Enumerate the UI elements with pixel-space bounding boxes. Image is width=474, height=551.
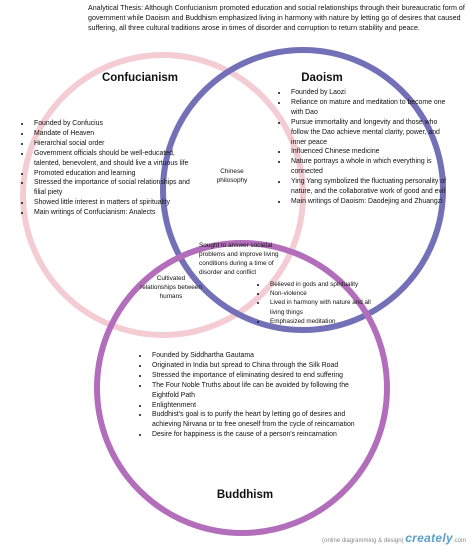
daoism-list: Founded by Laozi Reliance on mature and … bbox=[279, 88, 446, 207]
list-item: Hierarchial social order bbox=[31, 139, 199, 149]
confucianism-circle bbox=[20, 52, 306, 338]
buddhism-title: Buddhism bbox=[216, 489, 274, 501]
list-item: Stressed the importance of social relati… bbox=[31, 178, 199, 198]
list-item: Buddhist's goal is to purify the heart b… bbox=[149, 410, 361, 430]
list-item: Government officials should be well-educ… bbox=[31, 149, 199, 169]
list-item: Founded by Confucius bbox=[31, 119, 199, 129]
buddhism-circle bbox=[94, 240, 390, 536]
list-item: The Four Noble Truths about life can be … bbox=[149, 381, 361, 401]
overlap-confucianism-daoism: Chinese philosophy bbox=[216, 168, 248, 184]
overlap-confucianism-buddhism: Cultivated relationships between humans bbox=[140, 275, 202, 300]
list-item: Desire for happiness is the cause of a p… bbox=[149, 430, 361, 440]
creately-brand: (online diagramming & design) creately.c… bbox=[322, 531, 466, 545]
daoism-circle bbox=[160, 47, 446, 333]
list-item: Founded by Siddhartha Gautama bbox=[149, 351, 361, 361]
list-item: Reliance on mature and meditation to bec… bbox=[288, 98, 446, 118]
overlap-daoism-buddhism-list: Believed in gods and spirituality Non-vi… bbox=[258, 280, 379, 326]
list-item: Influenced Chinese medicine bbox=[288, 147, 446, 157]
buddhism-list: Founded by Siddhartha Gautama Originated… bbox=[140, 351, 361, 440]
thesis-text: Analytical Thesis: Although Confucianism… bbox=[88, 4, 465, 33]
list-item: Mandate of Heaven bbox=[31, 129, 199, 139]
list-item: Main writings of Daoism: Daodejing and Z… bbox=[288, 197, 446, 207]
brand-suffix: .com bbox=[452, 538, 466, 544]
list-item: Main writings of Confucianism: Analects bbox=[31, 208, 199, 218]
brand-tagline: (online diagramming & design) bbox=[322, 538, 404, 544]
list-item: Promoted education and learning bbox=[31, 169, 199, 179]
list-item: Enlightenment bbox=[149, 401, 361, 411]
confucianism-title: Confucianism bbox=[101, 72, 179, 84]
overlap-all-three: Sought to answer societal problems and i… bbox=[199, 242, 279, 276]
confucianism-list: Founded by Confucius Mandate of Heaven H… bbox=[22, 119, 199, 218]
daoism-title: Daoism bbox=[301, 72, 343, 84]
list-item: Stressed the importance of eliminating d… bbox=[149, 371, 361, 381]
list-item: Believed in gods and spirituality bbox=[267, 280, 379, 289]
list-item: Originated in India but spread to China … bbox=[149, 361, 361, 371]
list-item: Nature portrays a whole in which everyth… bbox=[288, 157, 446, 177]
list-item: Non-violence bbox=[267, 289, 379, 298]
list-item: Showed little interest in matters of spi… bbox=[31, 198, 199, 208]
list-item: Pursue immortality and longevity and tho… bbox=[288, 118, 446, 148]
list-item: Lived in harmony with nature and all liv… bbox=[267, 298, 379, 316]
list-item: Ying Yang symbolized the fluctuating per… bbox=[288, 177, 446, 197]
list-item: Emphasized meditation bbox=[267, 317, 379, 326]
creately-logo: creately bbox=[405, 531, 453, 545]
list-item: Founded by Laozi bbox=[288, 88, 446, 98]
